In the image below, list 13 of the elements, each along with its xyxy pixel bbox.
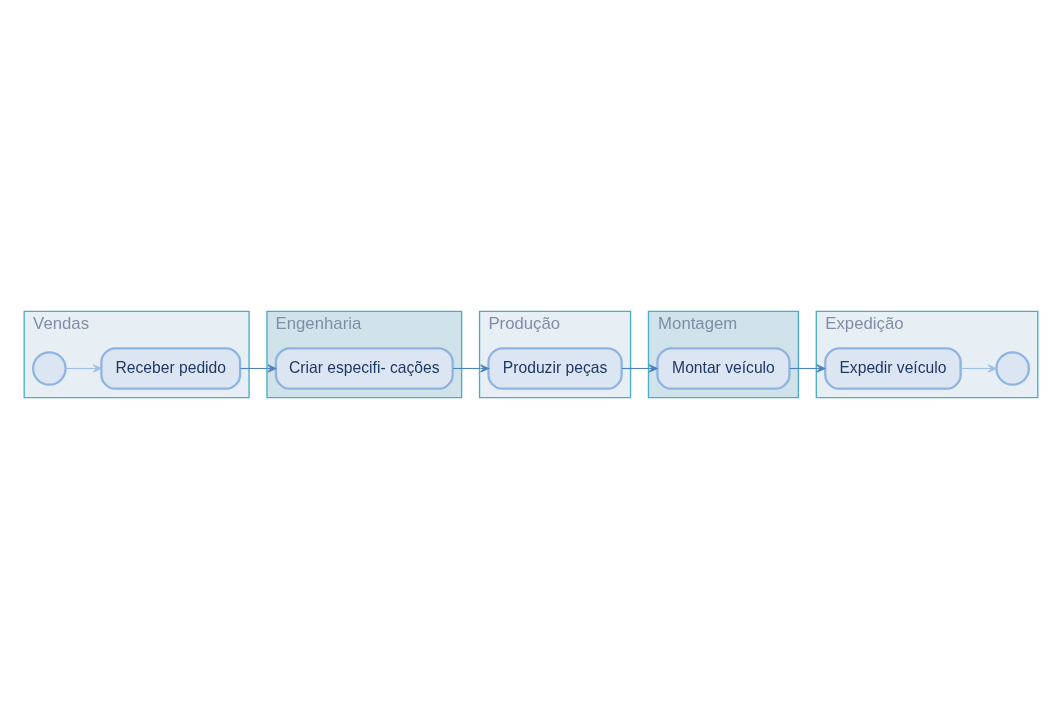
arrow — [65, 364, 102, 373]
arrow — [621, 364, 658, 373]
node-box: Produzir peças — [487, 347, 623, 390]
node-box: Criar especifi- cações — [274, 347, 454, 390]
node-box: Montar veículo — [656, 347, 791, 390]
arrow — [239, 364, 277, 373]
arrow — [452, 364, 490, 373]
node-box: Expedir veículo — [824, 347, 962, 390]
arrow — [960, 364, 997, 373]
node-box: Receber pedido — [100, 347, 242, 390]
node-circle — [995, 351, 1030, 386]
arrow — [789, 364, 826, 373]
node-circle — [32, 351, 67, 386]
